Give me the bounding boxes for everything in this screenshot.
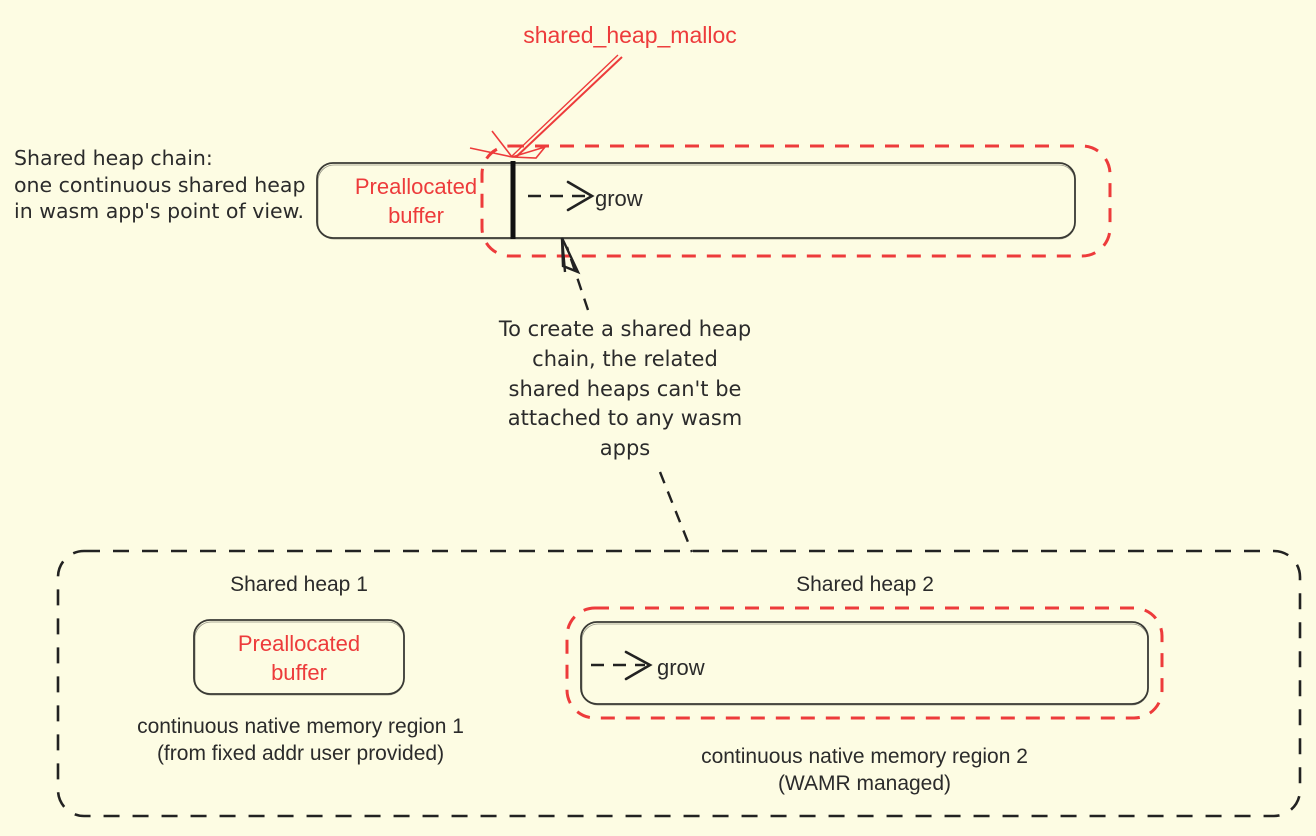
heap1-preallocated-buffer-label: Preallocated buffer [237,631,361,685]
top-red-dashed-region [480,144,1112,258]
shared-heap-2-title: Shared heap 2 [796,573,934,596]
note-to-region-connector [658,471,694,553]
shared-heap-2-caption: continuous native memory region 2 (WAMR … [701,745,1028,796]
shared-heap-chain-note: Shared heap chain: one continuous shared… [14,146,306,224]
shared-heap-1-caption: continuous native memory region 1 (from … [137,715,464,766]
heap2-grow-label: grow [657,655,705,680]
chain-note-callout-arrow [560,237,590,311]
shared-heap-1-title: Shared heap 1 [230,573,368,596]
shared-heap-chain-constraint-note: To create a shared heap chain, the relat… [498,317,752,461]
shared-heap-malloc-arrow [469,54,623,159]
heap2-grow-arrow-icon [591,650,653,681]
shared-heap-malloc-label: shared_heap_malloc [523,22,737,48]
top-grow-label: grow [595,186,643,211]
top-preallocated-buffer-label: Preallocated buffer [354,174,478,228]
top-grow-arrow-icon [528,180,595,212]
